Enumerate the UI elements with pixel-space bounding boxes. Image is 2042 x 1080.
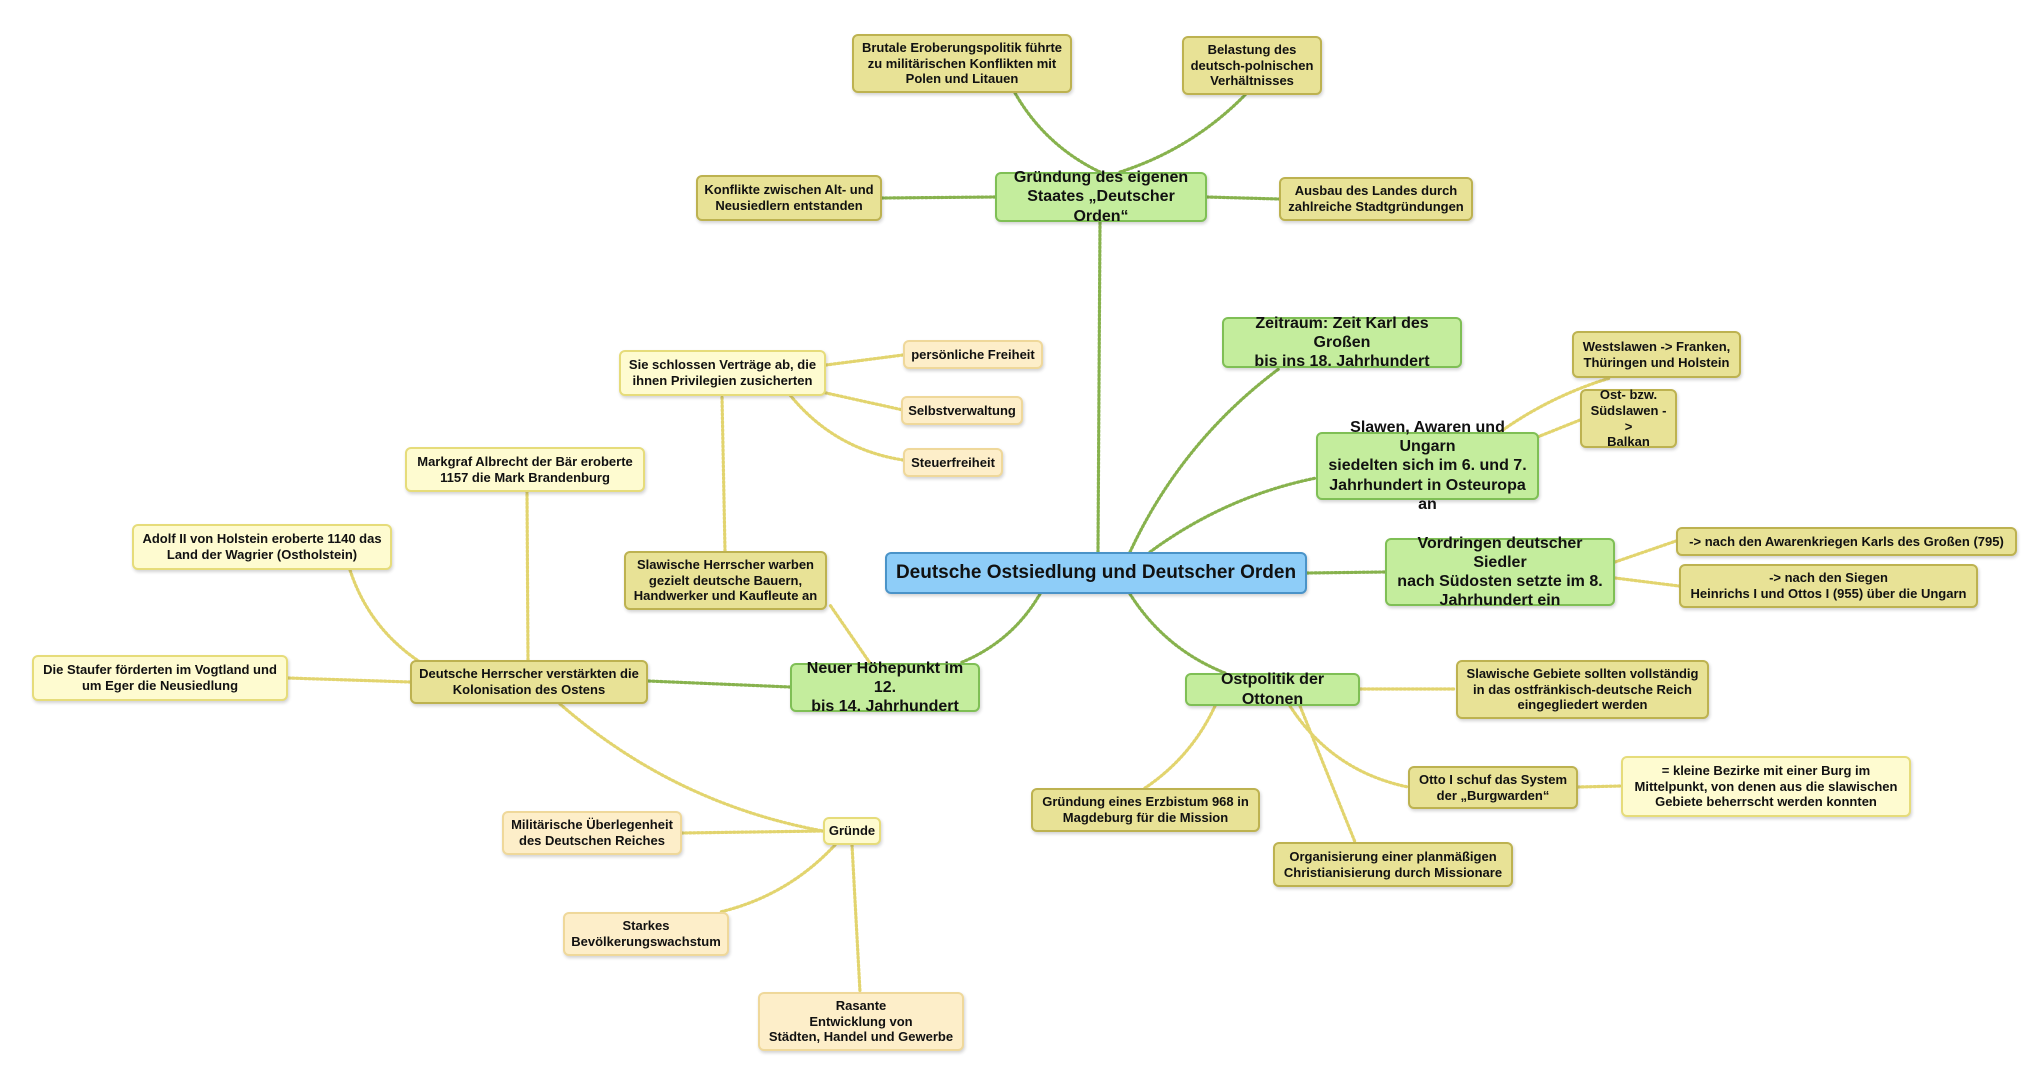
root-node[interactable]: Deutsche Ostsiedlung und Deutscher Orden xyxy=(885,552,1307,594)
note-siege[interactable]: -> nach den Siegen Heinrichs I und Ottos… xyxy=(1679,564,1978,608)
leaf-persoenliche-freiheit[interactable]: persönliche Freiheit xyxy=(903,340,1043,369)
note-label: Slawische Gebiete sollten vollständig in… xyxy=(1466,666,1699,713)
topic-label: Vordringen deutscher Siedler nach Südost… xyxy=(1397,534,1603,610)
topic-ottonen[interactable]: Ostpolitik der Ottonen xyxy=(1185,671,1360,708)
note-deutsche-herrscher[interactable]: Deutsche Herrscher verstärkten die Kolon… xyxy=(410,660,648,704)
connector-21 xyxy=(824,353,905,367)
connector-7 xyxy=(1498,376,1612,434)
connector-16 xyxy=(1143,704,1217,790)
connector-2 xyxy=(1118,93,1247,174)
connector-23 xyxy=(788,393,905,462)
connector-17 xyxy=(1298,704,1357,844)
note-konflikte[interactable]: Konflikte zwischen Alt- und Neusiedlern … xyxy=(696,175,882,221)
note-awarenkriege[interactable]: -> nach den Awarenkriegen Karls des Groß… xyxy=(1676,527,2017,556)
note-label: Brutale Eroberungspolitik führte zu mili… xyxy=(861,40,1063,87)
note-erzbistum[interactable]: Gründung eines Erzbistum 968 in Magdebur… xyxy=(1031,788,1260,832)
leaf-stadtentwicklung[interactable]: Rasante Entwicklung von Städten, Handel … xyxy=(758,992,964,1051)
note-belastung[interactable]: Belastung des deutsch-polnischen Verhält… xyxy=(1182,36,1322,95)
connector-0 xyxy=(1096,220,1102,554)
topic-label: Slawen, Awaren und Ungarn siedelten sich… xyxy=(1328,419,1527,513)
topic-slawen[interactable]: Slawen, Awaren und Ungarn siedelten sich… xyxy=(1316,419,1539,513)
connector-18 xyxy=(958,592,1042,665)
topic-hoehepunkt[interactable]: Neuer Höhepunkt im 12. bis 14. Jahrhunde… xyxy=(790,660,980,715)
note-christianisierung[interactable]: Organisierung einer planmäßigen Christia… xyxy=(1273,842,1513,887)
connector-1 xyxy=(1013,91,1102,174)
leaf-label: Militärische Überlegenheit des Deutschen… xyxy=(511,817,673,848)
leaf-selbstverwaltung[interactable]: Selbstverwaltung xyxy=(901,396,1023,425)
topic-vordringen[interactable]: Vordringen deutscher Siedler nach Südost… xyxy=(1385,535,1615,609)
note-label: Konflikte zwischen Alt- und Neusiedlern … xyxy=(704,182,874,213)
leaf-label: Selbstverwaltung xyxy=(908,402,1016,418)
connector-20 xyxy=(720,394,727,553)
note-vertraege[interactable]: Sie schlossen Verträge ab, die ihnen Pri… xyxy=(619,350,826,396)
leaf-bevoelkerungswachstum[interactable]: Starkes Bevölkerungswachstum xyxy=(563,912,729,956)
connector-4 xyxy=(1205,195,1281,201)
note-label: Gründe xyxy=(828,823,876,839)
note-label: Westslawen -> Franken, Thüringen und Hol… xyxy=(1582,338,1731,370)
note-slawische-gebiete[interactable]: Slawische Gebiete sollten vollständig in… xyxy=(1456,660,1709,719)
connector-27 xyxy=(286,676,412,684)
note-label: Die Staufer förderten im Vogtland und um… xyxy=(43,662,277,693)
note-eroberungspolitik[interactable]: Brutale Eroberungspolitik führte zu mili… xyxy=(852,34,1072,93)
topic-zeitraum[interactable]: Zeitraum: Zeit Karl des Großen bis ins 1… xyxy=(1222,315,1462,370)
note-label: Otto I schuf das System der „Burgwarden“ xyxy=(1418,771,1568,803)
leaf-steuerfreiheit[interactable]: Steuerfreiheit xyxy=(903,448,1003,477)
note-burgwarden[interactable]: Otto I schuf das System der „Burgwarden“ xyxy=(1408,766,1578,809)
connector-24 xyxy=(646,679,792,689)
topic-label: Gründung des eigenen Staates „Deutscher … xyxy=(1013,169,1189,225)
leaf-label: Steuerfreiheit xyxy=(911,454,995,470)
connector-30 xyxy=(718,843,837,914)
connector-31 xyxy=(850,843,862,994)
note-label: Deutsche Herrscher verstärkten die Kolon… xyxy=(419,666,639,697)
connector-6 xyxy=(1148,476,1318,554)
connector-28 xyxy=(558,702,825,833)
note-label: Sie schlossen Verträge ab, die ihnen Pri… xyxy=(628,357,817,388)
connector-14 xyxy=(1288,704,1410,789)
connector-26 xyxy=(348,568,422,664)
note-label: Ausbau des Landes durch zahlreiche Stadt… xyxy=(1288,183,1464,214)
topic-staat-deutscher-orden[interactable]: Gründung des eigenen Staates „Deutscher … xyxy=(995,169,1207,225)
leaf-label: Starkes Bevölkerungswachstum xyxy=(571,918,721,949)
connector-3 xyxy=(880,195,997,200)
note-staufer[interactable]: Die Staufer förderten im Vogtland und um… xyxy=(32,655,288,701)
note-gruende[interactable]: Gründe xyxy=(823,817,881,845)
connector-10 xyxy=(1613,539,1678,564)
note-ostslawen[interactable]: Ost- bzw. Südslawen -> Balkan xyxy=(1580,387,1677,450)
note-label: Slawische Herrscher warben gezielt deuts… xyxy=(633,557,818,604)
note-label: Adolf II von Holstein eroberte 1140 das … xyxy=(142,531,382,562)
note-label: Markgraf Albrecht der Bär eroberte 1157 … xyxy=(417,453,633,485)
topic-label: Ostpolitik der Ottonen xyxy=(1220,671,1325,708)
note-ausbau[interactable]: Ausbau des Landes durch zahlreiche Stadt… xyxy=(1279,177,1473,221)
connector-25 xyxy=(525,490,530,662)
connector-5 xyxy=(1128,366,1282,554)
connector-12 xyxy=(1128,592,1227,675)
note-label: Ost- bzw. Südslawen -> Balkan xyxy=(1590,387,1667,450)
note-label: Belastung des deutsch-polnischen Verhält… xyxy=(1190,42,1314,89)
note-label: Organisierung einer planmäßigen Christia… xyxy=(1283,848,1503,880)
note-bezirke[interactable]: = kleine Bezirke mit einer Burg im Mitte… xyxy=(1621,756,1911,817)
note-albrecht[interactable]: Markgraf Albrecht der Bär eroberte 1157 … xyxy=(405,447,645,492)
note-westslawen[interactable]: Westslawen -> Franken, Thüringen und Hol… xyxy=(1572,331,1741,378)
topic-label: Zeitraum: Zeit Karl des Großen bis ins 1… xyxy=(1254,314,1430,371)
connector-19 xyxy=(828,603,872,665)
note-label: Gründung eines Erzbistum 968 in Magdebur… xyxy=(1042,794,1249,825)
connector-29 xyxy=(680,829,825,835)
connector-9 xyxy=(1305,570,1387,575)
note-label: -> nach den Siegen Heinrichs I und Ottos… xyxy=(1690,570,1967,601)
note-slawische-herrscher[interactable]: Slawische Herrscher warben gezielt deuts… xyxy=(624,551,827,610)
note-label: = kleine Bezirke mit einer Burg im Mitte… xyxy=(1634,763,1898,810)
topic-label: Neuer Höhepunkt im 12. bis 14. Jahrhunde… xyxy=(806,659,964,716)
connector-15 xyxy=(1576,784,1623,789)
root-label: Deutsche Ostsiedlung und Deutscher Orden xyxy=(895,561,1297,583)
leaf-label: persönliche Freiheit xyxy=(911,346,1035,362)
leaf-label: Rasante Entwicklung von Städten, Handel … xyxy=(768,998,954,1045)
note-adolf[interactable]: Adolf II von Holstein eroberte 1140 das … xyxy=(132,524,392,570)
connector-11 xyxy=(1613,576,1681,588)
leaf-militaerische-ueberlegenheit[interactable]: Militärische Überlegenheit des Deutschen… xyxy=(502,811,682,855)
note-label: -> nach den Awarenkriegen Karls des Groß… xyxy=(1689,533,2004,549)
